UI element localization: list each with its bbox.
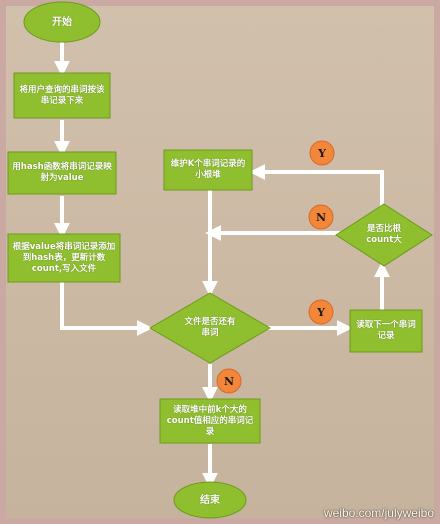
- read-next-node: [349, 309, 423, 353]
- heap-node: [163, 149, 253, 191]
- heap-label: 维护K个串词记录的小根堆: [170, 159, 246, 180]
- read-next-label: 读取下一个串词记录: [356, 320, 416, 341]
- write-label: 根据value将串词记录添加到hash表，更新计数count,写入文件: [12, 241, 116, 274]
- hash-node: [7, 151, 117, 195]
- write-node: [7, 233, 121, 283]
- connectors: [54, 42, 390, 489]
- compare-decision-label: 是否比根count大: [366, 224, 402, 245]
- start-node: [23, 1, 101, 43]
- arrow-write-to-decision: [60, 282, 153, 336]
- hash-label: 用hash函数将串词记录映射为value: [12, 162, 112, 183]
- watermark: weibo.com/julyweibo: [323, 506, 434, 520]
- badge-y-mid: [308, 299, 334, 325]
- branch-badges: [216, 140, 335, 394]
- start-label: 开始: [52, 16, 72, 28]
- badge-y-top-text: Y: [318, 146, 326, 160]
- output-label: 读取堆中前k个大的count值相应的串词记录: [166, 404, 254, 437]
- output-node: [159, 398, 261, 444]
- badge-n-top: [308, 204, 334, 230]
- file-decision-label: 文件是否还有串词: [184, 317, 236, 338]
- arrow-compare-yes-to-heap: [249, 164, 384, 210]
- extract-node: [13, 72, 111, 119]
- badge-n-bottom: [216, 368, 242, 394]
- badge-n-top-text: N: [315, 210, 327, 224]
- end-label: 结束: [200, 494, 220, 506]
- nodes: [7, 1, 433, 519]
- file-decision-node: [149, 292, 271, 364]
- extract-label: 将用户查询的串词按该串记录下来: [19, 85, 105, 106]
- badge-y-mid-text: Y: [317, 305, 325, 319]
- compare-decision-node: [335, 203, 433, 267]
- badge-y-top: [309, 140, 335, 166]
- end-node: [173, 481, 247, 519]
- badge-n-bottom-text: N: [223, 374, 235, 388]
